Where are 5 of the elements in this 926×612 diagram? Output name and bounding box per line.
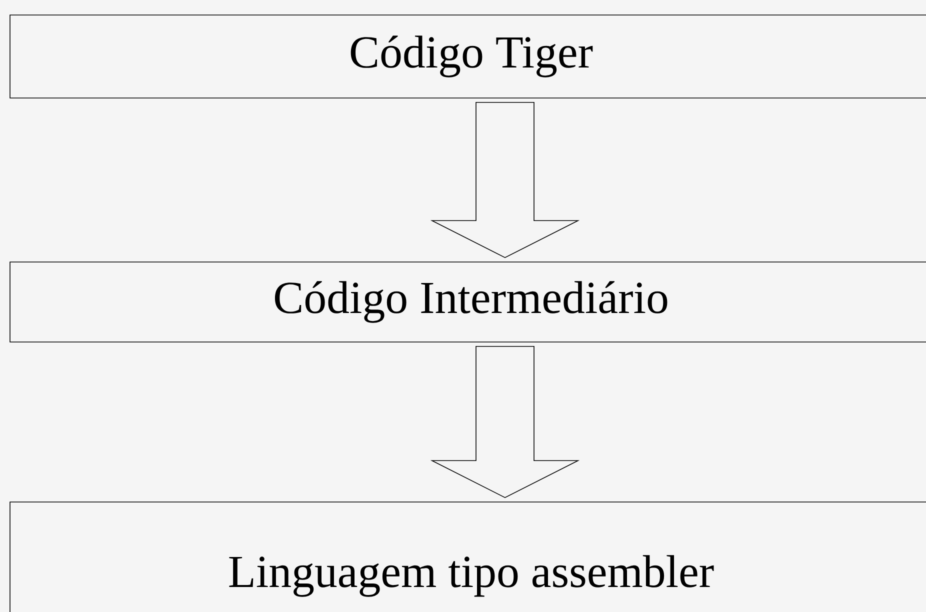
- block-arrow: [430, 346, 580, 498]
- block-arrow: [430, 102, 580, 258]
- process-box: Linguagem tipo assembler: [10, 502, 926, 612]
- process-box: Código Intermediário: [10, 262, 926, 342]
- process-box: Código Tiger: [10, 14, 926, 98]
